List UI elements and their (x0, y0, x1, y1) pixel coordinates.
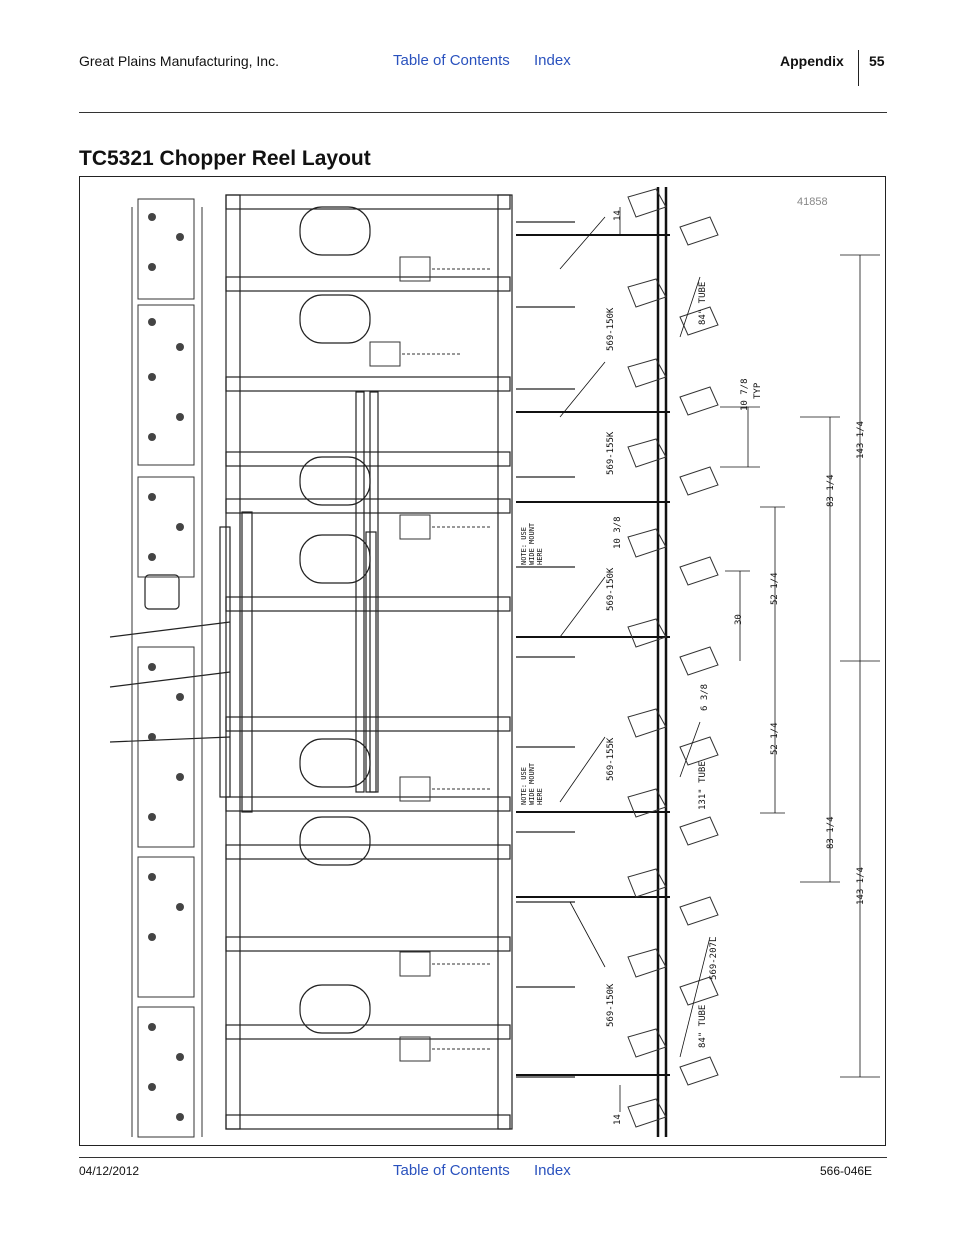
part-569-207l: 569-207L (709, 936, 719, 980)
tube-84-bottom: 84" TUBE (698, 1004, 708, 1048)
rail-top (225, 194, 511, 210)
part-569-155k-lower: 569-155K (606, 737, 616, 781)
dim-52-top: 52 1/4 (770, 572, 780, 605)
part-569-150k-top: 569-150K (606, 307, 616, 351)
tube-131: 131" TUBE (698, 761, 708, 810)
dim-typ: TYP (753, 382, 763, 399)
section-name: Appendix (780, 53, 844, 69)
dim-14-bottom: 14 (613, 1114, 623, 1125)
company-name: Great Plains Manufacturing, Inc. (79, 53, 279, 69)
note-lower: NOTE: USE WIDE MOUNT HERE (520, 762, 544, 805)
part-569-155k-top: 569-155K (606, 431, 616, 475)
footer-index-link[interactable]: Index (534, 1162, 571, 1179)
footer-rule (79, 1157, 887, 1158)
part-569-150k-mid: 569-150K (606, 567, 616, 611)
figure-frame: 41858 14 14 569-150K 569-155K 569-150K 5… (79, 176, 886, 1146)
part-569-150k-bottom: 569-150K (606, 983, 616, 1027)
index-link[interactable]: Index (534, 52, 571, 69)
footer-date: 04/12/2012 (79, 1164, 140, 1178)
dim-83-bottom: 83 1/4 (826, 816, 836, 849)
dim-10-3-8: 10 3/8 (613, 516, 623, 549)
dim-6-3-8: 6 3/8 (700, 683, 710, 711)
dim-10-7-8: 10 7/8 (740, 378, 750, 411)
document-number: 566-046E (820, 1164, 873, 1178)
note-upper: NOTE: USE WIDE MOUNT HERE (520, 522, 544, 565)
tube-84-top: 84" TUBE (698, 281, 708, 325)
dim-143-top: 143 1/4 (856, 421, 866, 459)
dim-143-bottom: 143 1/4 (856, 867, 866, 905)
table-of-contents-link[interactable]: Table of Contents (393, 52, 510, 69)
dim-30: 30 (734, 614, 744, 625)
layout-drawing (109, 187, 880, 1138)
dim-83-top: 83 1/4 (826, 474, 836, 507)
header-rule (79, 112, 887, 113)
page-number: 55 (869, 53, 885, 69)
dim-14-top: 14 (613, 210, 623, 221)
dim-52-bottom: 52 1/4 (770, 722, 780, 755)
footer-table-of-contents-link[interactable]: Table of Contents (393, 1162, 510, 1179)
header-divider (858, 50, 859, 86)
page-title: TC5321 Chopper Reel Layout (79, 147, 371, 170)
figure-number: 41858 (797, 196, 828, 208)
